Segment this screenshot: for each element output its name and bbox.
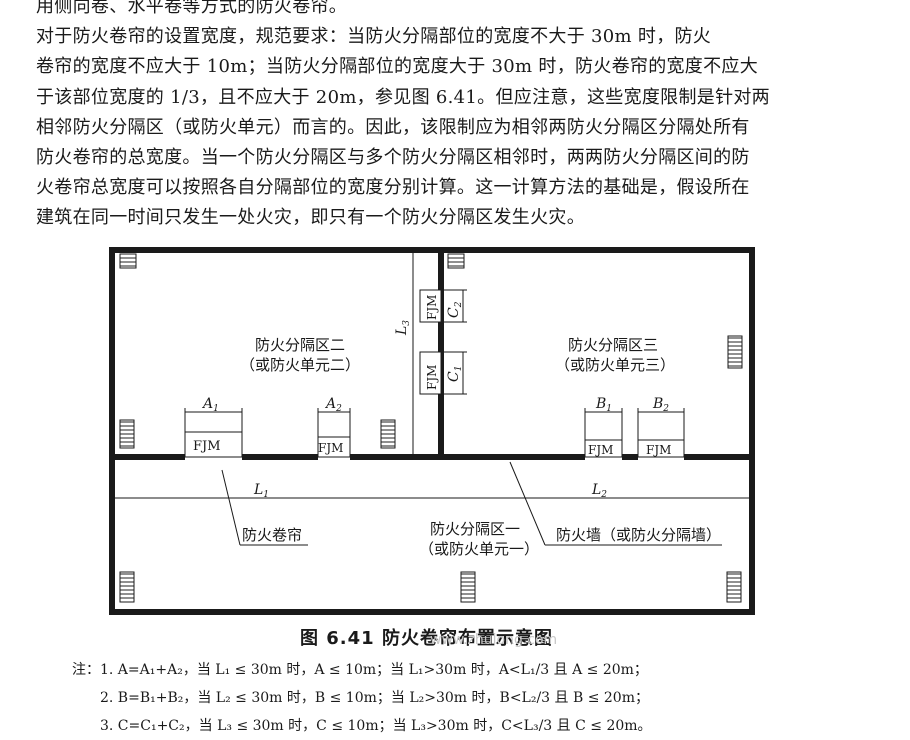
dim-l1: L	[253, 482, 263, 498]
dim-b2-sub: 2	[662, 404, 669, 414]
fjm-a2	[317, 436, 351, 458]
outer-wall	[109, 247, 755, 615]
zone1-title: 防火分隔区一	[430, 520, 520, 538]
zone2-title: 防火分隔区二	[255, 336, 345, 354]
dim-c2: C	[446, 307, 462, 318]
dim-l3: L	[394, 326, 410, 336]
dim-a2: A	[324, 396, 336, 412]
stair-icon	[119, 253, 743, 603]
note-line: 2. B=B₁+B₂，当 L₂ ≤ 30m 时，B ≤ 10m；当 L₂>30m…	[100, 690, 649, 706]
fjm-c1	[419, 351, 442, 395]
zone1-sub: （或防火单元一）	[419, 540, 539, 558]
para-line: 建筑在同一时间只发生一处火灾，即只有一个防火分隔区发生火灾。	[36, 207, 585, 229]
para-line: 火卷帘总宽度可以按照各自分隔部位的宽度分别计算。这一计算方法的基础是，假设所在	[36, 177, 750, 199]
dim-c2-sub: 2	[454, 301, 464, 308]
dim-l3-sub: 3	[402, 320, 412, 326]
para-line: 对于防火卷帘的设置宽度，规范要求：当防火分隔部位的宽度不大于 30m 时，防火	[36, 26, 712, 48]
zone3-sub: （或防火单元三）	[555, 356, 675, 374]
fjm-c2	[419, 289, 442, 323]
para-line: 相邻防火分隔区（或防火单元）而言的。因此，该限制应为相邻两防火分隔区分隔处所有	[36, 116, 750, 138]
dim-b1-sub: 1	[606, 404, 612, 414]
svg-text:A1: A1	[201, 396, 219, 414]
dim-c1: C	[446, 371, 462, 382]
body-paragraph: 用侧向卷、水平卷等方式的防火卷帘。 对于防火卷帘的设置宽度，规范要求：当防火分隔…	[36, 0, 836, 234]
watermark: www.zhulong.com	[430, 632, 558, 648]
fjm-label: FJM	[193, 439, 221, 454]
dim-a2-sub: 2	[335, 404, 342, 414]
fjm-a1	[184, 431, 243, 458]
para-line: 防火卷帘的总宽度。当一个防火分隔区与多个防火分隔区相邻时，两两防火分隔区间的防	[36, 147, 750, 169]
note-line: 注：1. A=A₁+A₂，当 L₁ ≤ 30m 时，A ≤ 10m；当 L₁>3…	[72, 662, 648, 678]
zone2-sub: （或防火单元二）	[240, 356, 360, 374]
svg-text:L1: L1	[253, 482, 269, 500]
svg-text:C2: C2	[446, 301, 464, 318]
fjm-label: FJM	[588, 443, 613, 457]
svg-text:L3: L3	[394, 320, 412, 336]
fjm-label: FJM	[646, 443, 671, 457]
svg-text:C1: C1	[446, 366, 464, 382]
dim-l2-sub: 2	[600, 490, 607, 500]
para-line: 用侧向卷、水平卷等方式的防火卷帘。	[36, 0, 348, 17]
wall-label: 防火墙（或防火分隔墙）	[556, 526, 721, 544]
figure-caption: 图 6.41 防火卷帘布置示意图	[300, 628, 553, 649]
fjm-label: FJM	[425, 365, 439, 390]
fjm-label: FJM	[318, 441, 343, 455]
svg-text:B2: B2	[652, 396, 669, 414]
para-line: 于该部位宽度的 1/3，且不应大于 20m，参见图 6.41。但应注意，这些宽度…	[36, 86, 770, 108]
dim-l1-sub: 1	[263, 490, 269, 500]
svg-text:B1: B1	[595, 396, 612, 414]
curtain-label: 防火卷帘	[242, 526, 302, 544]
svg-text:L2: L2	[591, 482, 607, 500]
dim-c1-sub: 1	[454, 366, 464, 372]
figure-notes: 注：1. A=A₁+A₂，当 L₁ ≤ 30m 时，A ≤ 10m；当 L₁>3…	[72, 656, 652, 740]
dim-a1-sub: 1	[213, 404, 219, 414]
note-line: 3. C=C₁+C₂，当 L₃ ≤ 30m 时，C ≤ 10m；当 L₃>30m…	[100, 718, 652, 734]
fjm-label: FJM	[425, 295, 439, 320]
dim-b1: B	[595, 396, 606, 412]
dim-l2: L	[591, 482, 601, 498]
para-line: 卷帘的宽度不应大于 10m；当防火分隔部位的宽度大于 30m 时，防火卷帘的宽度…	[36, 56, 759, 78]
fjm-b2	[637, 439, 685, 458]
zone3-title: 防火分隔区三	[568, 336, 658, 354]
svg-text:A2: A2	[324, 396, 342, 414]
dim-a1: A	[201, 396, 213, 412]
dim-b2: B	[652, 396, 663, 412]
fjm-b1	[584, 439, 623, 458]
